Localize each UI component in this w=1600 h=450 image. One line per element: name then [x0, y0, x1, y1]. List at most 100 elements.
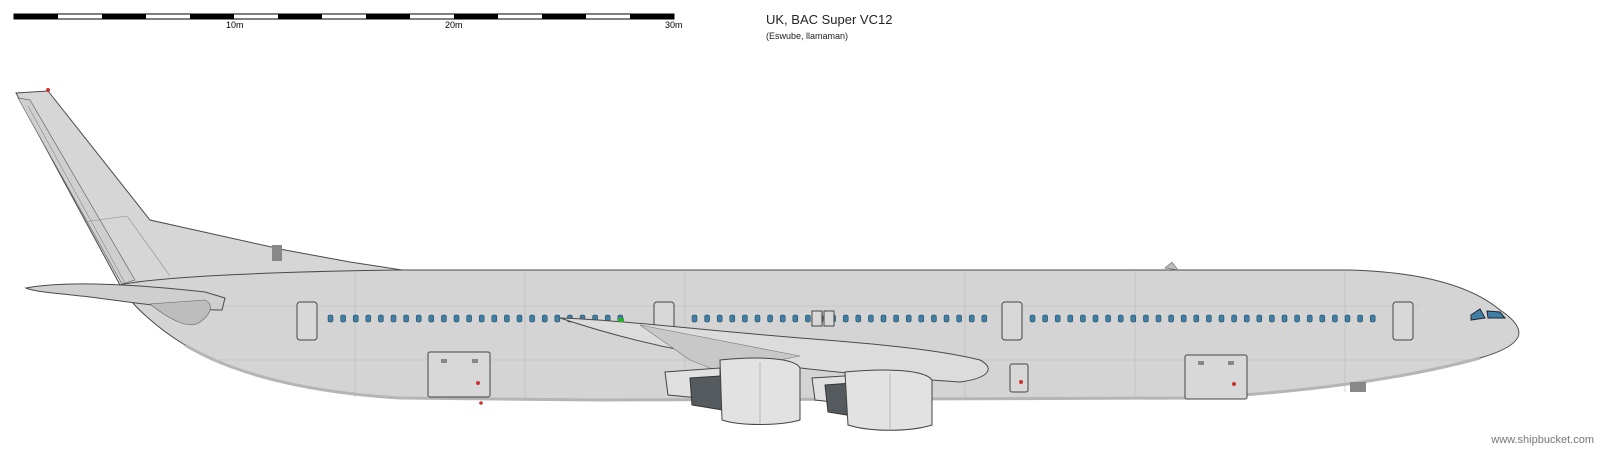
- cabin-window: [1231, 314, 1237, 323]
- cabin-window: [516, 314, 523, 323]
- tail-beacon: [46, 88, 50, 92]
- cabin-window: [415, 314, 422, 323]
- cabin-window: [868, 314, 874, 323]
- cabin-window: [931, 314, 937, 323]
- cabin-window: [855, 314, 862, 323]
- service-hatch: [1009, 363, 1029, 393]
- cabin-window: [504, 314, 510, 323]
- cabin-window: [779, 314, 786, 323]
- cabin-window: [327, 314, 334, 323]
- passenger-door: [296, 301, 318, 341]
- cabin-window: [704, 314, 710, 323]
- scale-segment: [190, 14, 234, 19]
- cabin-window: [943, 314, 950, 323]
- scale-label-20m: 20m: [445, 20, 463, 30]
- cabin-window: [378, 314, 384, 323]
- cabin-window: [1130, 314, 1137, 323]
- cabin-window: [1168, 314, 1174, 323]
- emergency-exit: [823, 310, 835, 327]
- scale-segment: [542, 14, 586, 19]
- scale-segment: [14, 14, 58, 19]
- cabin-window: [1269, 314, 1275, 323]
- cabin-window: [1294, 314, 1300, 323]
- scale-bar: [13, 13, 675, 20]
- cabin-window: [754, 314, 761, 323]
- cabin-window: [365, 314, 372, 323]
- cargo-door: [427, 351, 491, 398]
- cabin-window: [554, 314, 561, 323]
- cabin-window: [918, 314, 925, 323]
- cabin-window: [1067, 314, 1074, 323]
- cabin-window: [441, 314, 447, 323]
- cabin-window: [893, 314, 899, 323]
- cabin-window: [529, 314, 535, 323]
- cabin-window: [352, 314, 359, 323]
- scale-label-30m: 30m: [665, 20, 683, 30]
- cabin-window: [1105, 314, 1111, 323]
- cabin-window: [968, 314, 975, 323]
- emergency-exit: [811, 310, 823, 327]
- cabin-window: [905, 314, 912, 323]
- cabin-window: [1143, 314, 1149, 323]
- cabin-window: [340, 314, 346, 323]
- cabin-window: [1369, 314, 1376, 323]
- cabin-window: [1281, 314, 1288, 323]
- passenger-door: [1392, 301, 1414, 341]
- scale-segment: [278, 14, 322, 19]
- cabin-window: [742, 314, 748, 323]
- cabin-window: [453, 314, 460, 323]
- cabin-window: [1256, 314, 1263, 323]
- cabin-window: [466, 314, 472, 323]
- drawing-title: UK, BAC Super VC12: [766, 12, 893, 27]
- aircraft-side-profile: [15, 88, 1520, 431]
- watermark: www.shipbucket.com: [1491, 434, 1594, 446]
- cabin-window: [403, 314, 409, 323]
- cabin-window: [491, 314, 498, 323]
- drawing-credits: (Eswube, llamaman): [766, 31, 849, 41]
- cabin-window: [1357, 314, 1363, 323]
- engine-inner: [664, 357, 801, 425]
- cabin-window: [1193, 314, 1200, 323]
- scale-label-10m: 10m: [226, 20, 244, 30]
- cabin-window: [1332, 314, 1338, 323]
- passenger-windows: [327, 314, 1376, 323]
- cabin-window: [767, 314, 773, 323]
- cabin-window: [1306, 314, 1313, 323]
- cabin-window: [1155, 314, 1162, 323]
- passenger-door: [1001, 301, 1023, 341]
- cockpit-window: [1486, 310, 1507, 319]
- wing-nav-light: [618, 318, 624, 322]
- cabin-window: [956, 314, 962, 323]
- scale-segment: [366, 14, 410, 19]
- cabin-window: [981, 314, 988, 323]
- scale-segment: [630, 14, 674, 19]
- cabin-window: [691, 314, 698, 323]
- engine-outer: [811, 369, 933, 431]
- cabin-window: [729, 314, 736, 323]
- cabin-window: [478, 314, 485, 323]
- cabin-window: [1029, 314, 1036, 323]
- cabin-window: [792, 314, 799, 323]
- cabin-window: [390, 314, 397, 323]
- cockpit-window: [1470, 308, 1486, 321]
- cabin-window: [1319, 314, 1326, 323]
- cabin-window: [805, 314, 811, 323]
- scale-segment: [454, 14, 498, 19]
- cabin-window: [1180, 314, 1187, 323]
- cabin-window: [1206, 314, 1212, 323]
- scale-segment: [102, 14, 146, 19]
- cabin-window: [1117, 314, 1124, 323]
- cabin-window: [428, 314, 435, 323]
- cabin-window: [842, 314, 849, 323]
- cabin-window: [1092, 314, 1099, 323]
- cabin-window: [541, 314, 548, 323]
- cabin-window: [1080, 314, 1086, 323]
- cabin-window: [1243, 314, 1250, 323]
- rudder: [17, 97, 136, 285]
- cabin-window: [880, 314, 887, 323]
- cargo-door: [1184, 354, 1248, 400]
- cabin-window: [716, 314, 723, 323]
- cabin-window: [1344, 314, 1351, 323]
- cabin-window: [1054, 314, 1061, 323]
- cabin-window: [1042, 314, 1048, 323]
